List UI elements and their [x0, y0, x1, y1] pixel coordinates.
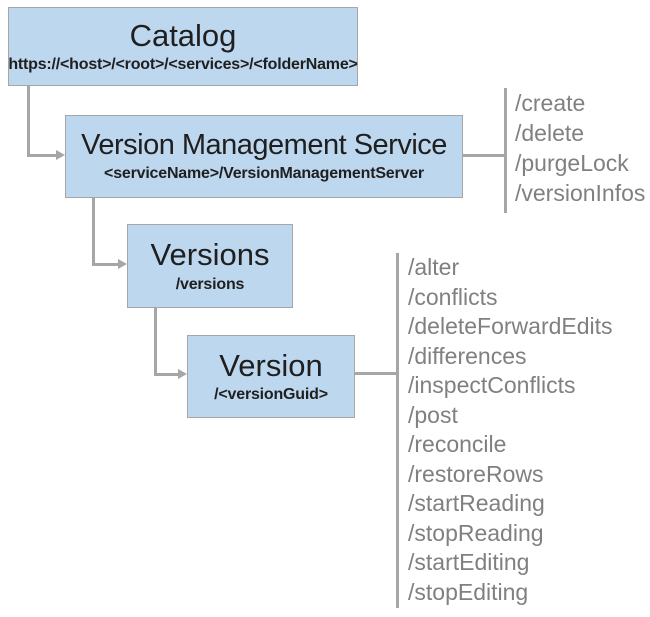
version-node: Version /<versionGuid>: [187, 335, 355, 418]
connector-segment: [154, 373, 178, 376]
version-path: /<versionGuid>: [214, 386, 328, 404]
operation-purgelock: /purgeLock: [515, 150, 629, 176]
version-management-service-node: Version Management Service <serviceName>…: [65, 115, 463, 198]
operation-inspectconflicts: /inspectConflicts: [408, 372, 576, 398]
catalog-title: Catalog: [129, 17, 237, 53]
connector-segment: [92, 263, 118, 266]
operation-post: /post: [408, 401, 458, 428]
bracket-segment: [463, 154, 504, 157]
version-management-service-path: <serviceName>/VersionManagementServer: [104, 164, 424, 182]
arrowhead-icon: [56, 150, 65, 160]
operation-conflicts: /conflicts: [408, 283, 498, 310]
bracket-segment: [504, 88, 507, 213]
catalog-url-path: https://<host>/<root>/<services>/<folder…: [8, 56, 358, 74]
operation-alter: /alter: [408, 254, 460, 280]
bracket-segment: [355, 372, 396, 375]
connector-segment: [92, 198, 95, 266]
operation-delete: /delete: [515, 120, 585, 146]
operation-reconcile: /reconcile: [408, 431, 507, 457]
operation-differences: /differences: [408, 342, 527, 369]
versions-path: /versions: [175, 275, 245, 293]
catalog-node: Catalog https://<host>/<root>/<services>…: [8, 7, 358, 86]
bracket-segment: [396, 253, 399, 608]
service-operations-list: /create /delete /purgeLock /versionInfos: [515, 88, 645, 208]
arrowhead-icon: [118, 259, 127, 269]
version-management-service-title: Version Management Service: [81, 129, 447, 162]
version-operations-list: /alter /conflicts /deleteForwardEdits /d…: [408, 253, 613, 607]
operation-startreading: /startReading: [408, 490, 545, 516]
operation-stopreading: /stopReading: [408, 519, 544, 546]
operation-deleteforwardedits: /deleteForwardEdits: [408, 313, 613, 339]
versions-node: Versions /versions: [127, 224, 293, 308]
operation-restorerows: /restoreRows: [408, 460, 544, 487]
operation-create: /create: [515, 90, 586, 116]
version-title: Version: [219, 347, 323, 383]
connector-segment: [27, 86, 30, 157]
operation-stopediting: /stopEditing: [408, 578, 529, 605]
connector-segment: [27, 154, 56, 157]
operation-versioninfos: /versionInfos: [515, 180, 646, 206]
operation-startediting: /startEditing: [408, 549, 530, 575]
versions-title: Versions: [150, 237, 270, 273]
arrowhead-icon: [178, 369, 187, 379]
connector-segment: [154, 308, 157, 376]
